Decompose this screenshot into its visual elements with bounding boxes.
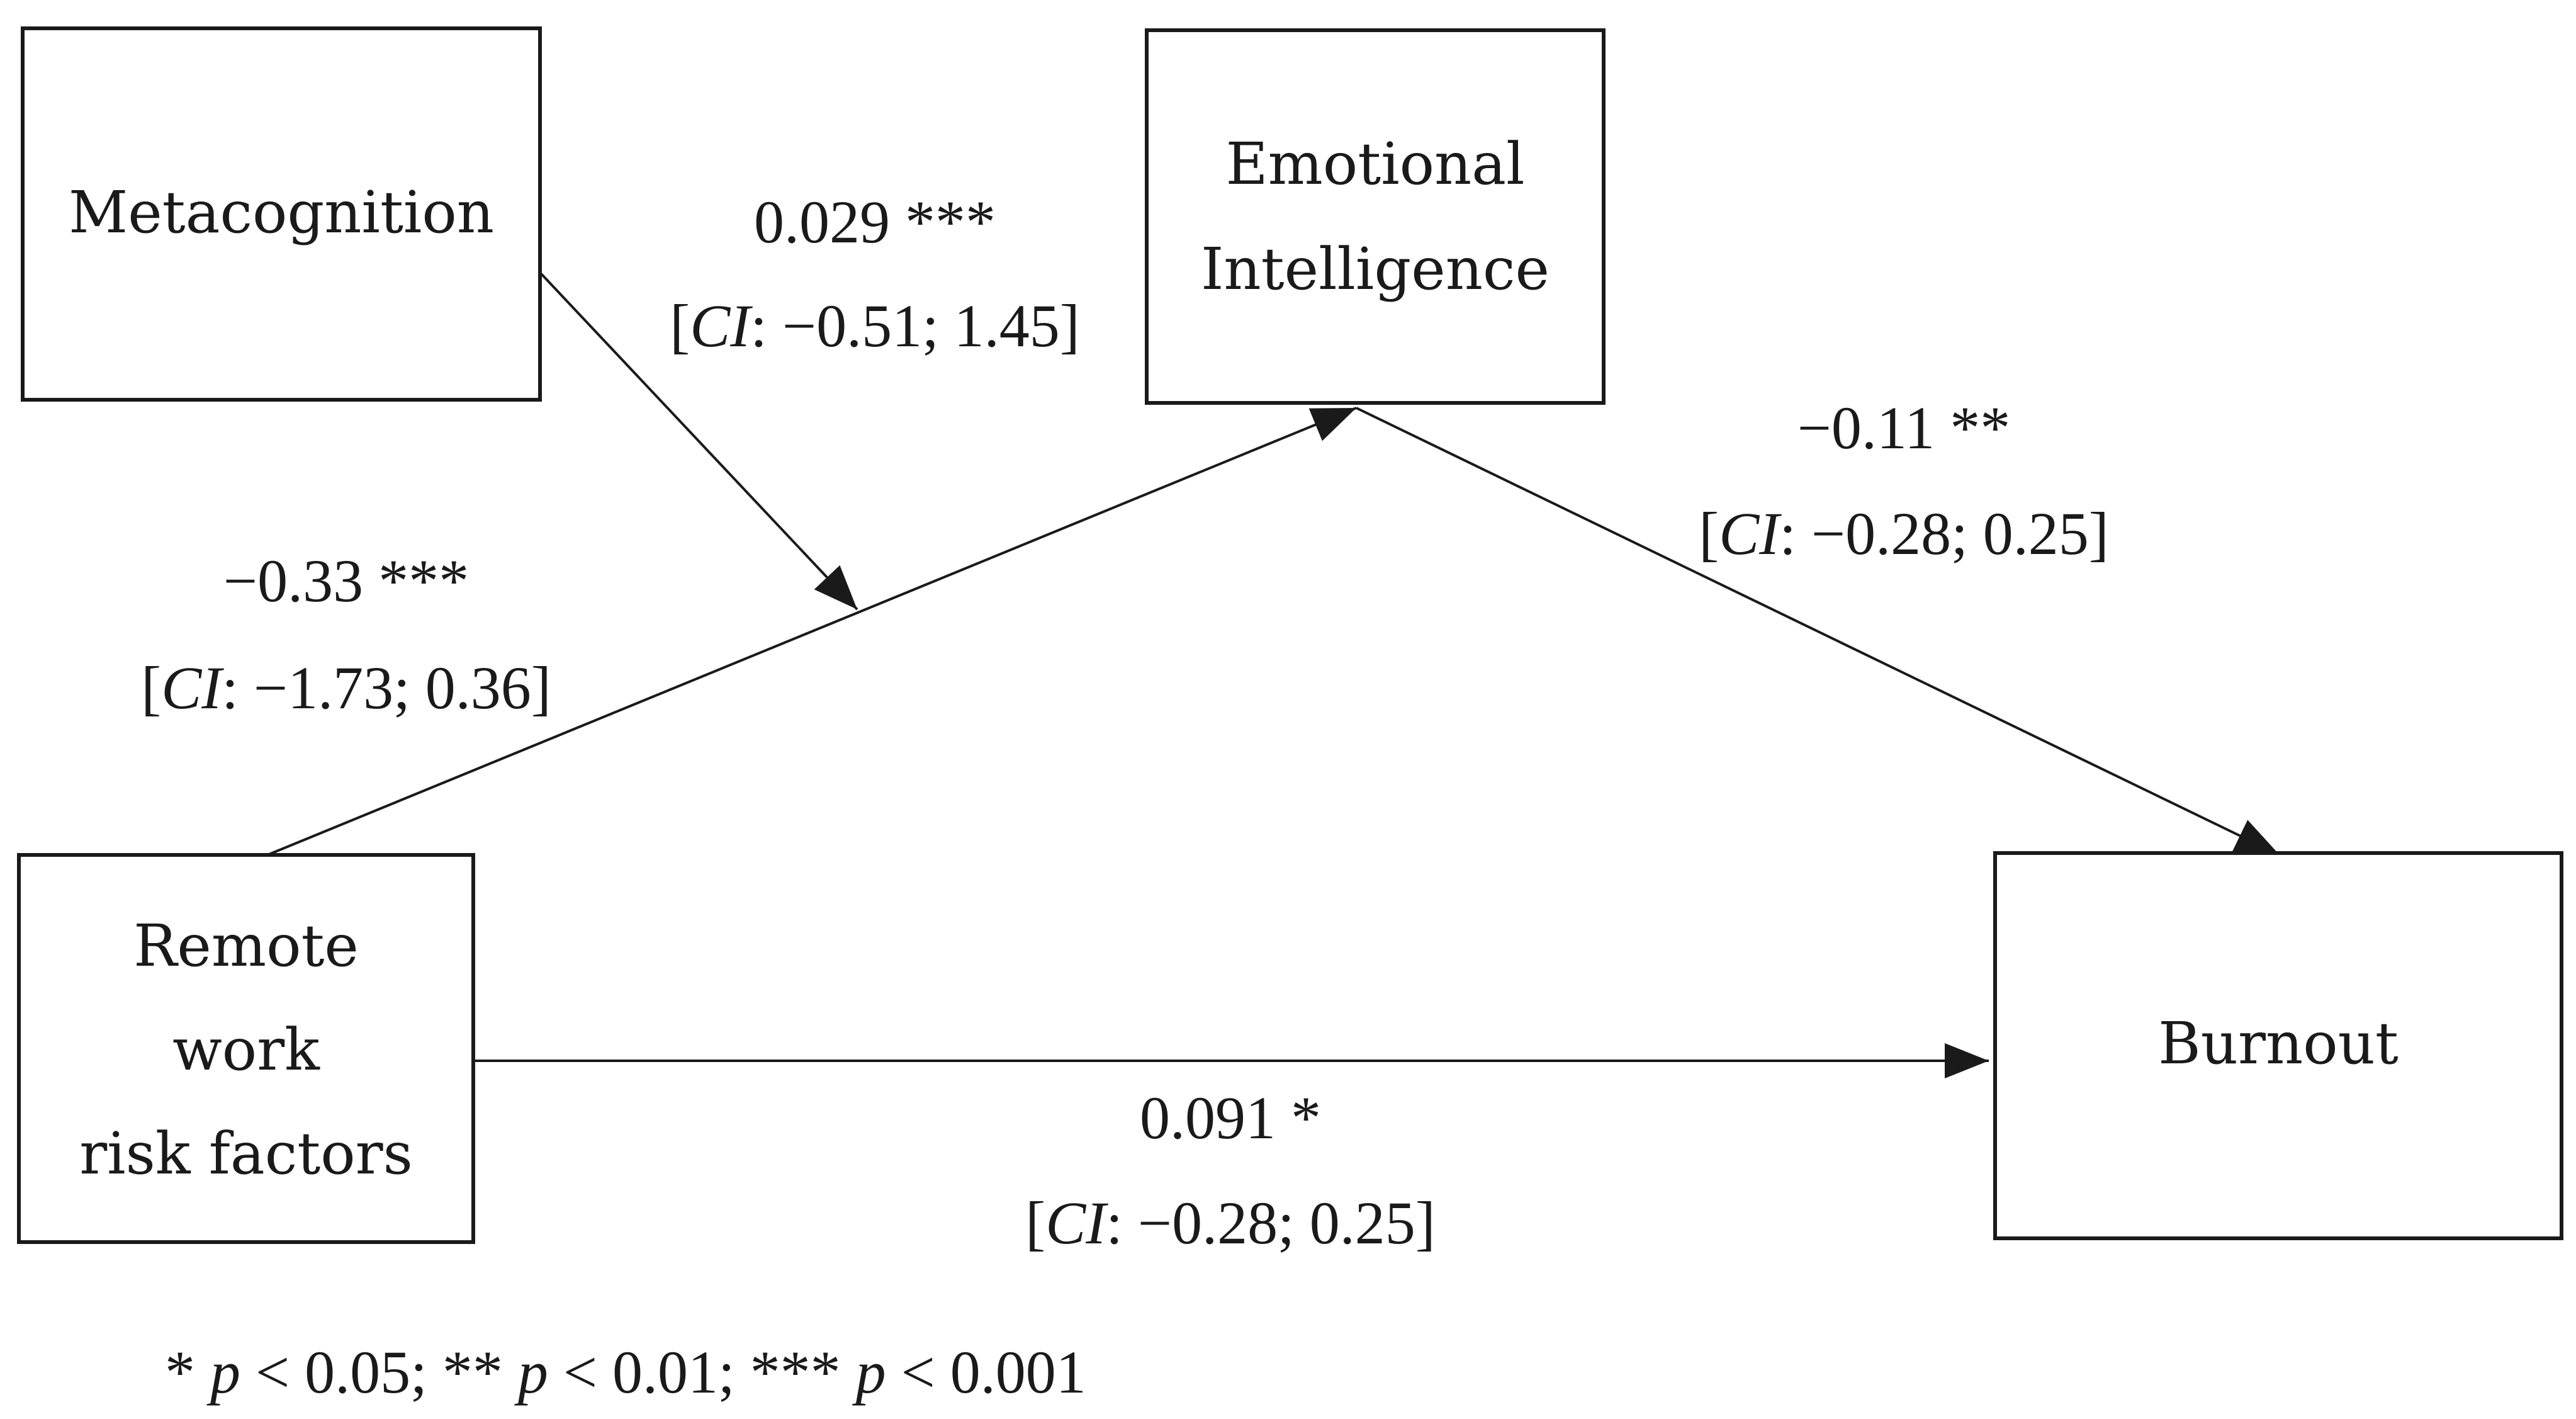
label-a-path-ci: [CI: −1.73; 0.36] [141,654,551,721]
node-emotional-line1: Emotional [1225,130,1524,198]
edge-metacognition-moderation [540,273,858,611]
node-emotional-intelligence: Emotional Intelligence [1145,28,1606,405]
label-a-path: −0.33 *** [CI: −1.73; 0.36] [141,547,551,721]
label-b-path-coef: −0.11 ** [1797,394,2011,461]
label-moderation-coef: 0.029 *** [754,188,996,256]
node-remote-line2: work [172,1016,320,1083]
label-moderation: 0.029 *** [CI: −0.51; 1.45] [670,188,1079,359]
node-emotional-line2: Intelligence [1201,235,1550,303]
node-metacognition: Metacognition [21,26,542,402]
label-moderation-ci: [CI: −0.51; 1.45] [670,292,1079,359]
label-b-path-ci: [CI: −0.28; 0.25] [1699,500,2108,567]
edge-emotional-to-burnout [1356,407,2280,856]
label-b-path: −0.11 ** [CI: −0.28; 0.25] [1699,394,2108,567]
footnote-significance: * p < 0.05; ** p < 0.01; *** p < 0.001 [165,1338,1086,1406]
node-burnout-label: Burnout [2158,1010,2399,1077]
label-c-path: 0.091 * [CI: −0.28; 0.25] [1025,1084,1435,1257]
node-burnout: Burnout [1993,851,2563,1240]
edge-remote-to-emotional [267,407,1357,856]
node-remote-line3: risk factors [79,1120,413,1187]
node-remote-line1: Remote [133,912,359,980]
node-remote-work-risk-factors: Remote work risk factors [17,853,475,1244]
node-metacognition-label: Metacognition [69,179,494,246]
label-a-path-coef: −0.33 *** [223,547,469,614]
label-c-path-coef: 0.091 * [1140,1084,1321,1151]
label-c-path-ci: [CI: −0.28; 0.25] [1025,1189,1435,1257]
